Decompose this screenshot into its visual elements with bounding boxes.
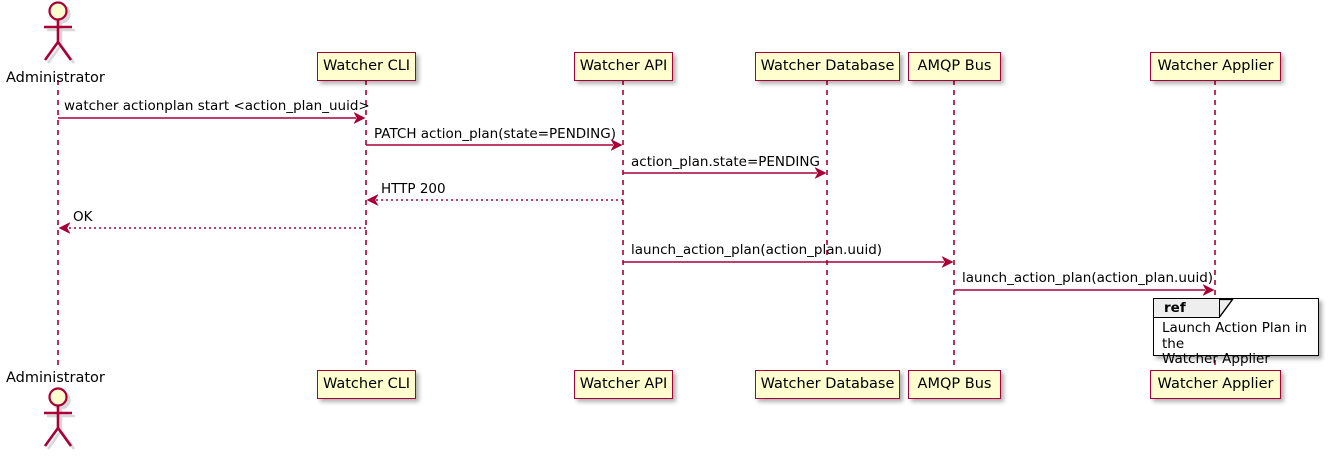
actor-leg-right [56,41,73,61]
participant-label-watcher-cli: Watcher CLI [322,58,411,75]
ref-fragment-body: Launch Action Plan in the Watcher Applie… [1162,320,1308,367]
actor-leg-right [59,430,76,450]
message-label-5: OK [73,209,93,225]
participant-label-amqp-bus: AMQP Bus [917,376,992,393]
participant-label-watcher-api: Watcher API [579,58,668,75]
actor-figure-administrator [43,1,73,61]
actor-head [51,390,71,410]
actor-leg-left [46,44,63,64]
message-arrowhead-1 [353,111,366,125]
actor-head [48,387,68,407]
actor-head [51,4,71,24]
message-arrowhead-4 [366,193,379,207]
message-label-2: PATCH action_plan(state=PENDING) [374,126,616,142]
actor-label-administrator-top[interactable]: Administrator [6,70,105,86]
actor-figure-administrator-bottom [43,387,73,447]
actor-shadow-administrator-bottom [46,390,76,450]
participant-box-watcher-cli-top[interactable]: Watcher CLI [317,52,416,81]
actor-leg-left [43,427,60,447]
actor-leg-right [59,44,76,64]
actor-leg-left [46,430,63,450]
message-label-3: action_plan.state=PENDING [631,154,820,170]
message-label-6: launch_action_plan(action_plan.uuid) [631,242,883,258]
participant-box-watcher-applier-top[interactable]: Watcher Applier [1150,52,1281,81]
message-arrow-7 [954,283,1215,297]
ref-fragment[interactable]: ref Launch Action Plan in the Watcher Ap… [1153,298,1319,367]
actor-leg-right [56,427,73,447]
message-arrow-6 [623,255,954,269]
participant-label-watcher-api: Watcher API [579,376,668,393]
participant-label-watcher-database: Watcher Database [760,58,895,75]
message-arrowhead-6 [941,255,954,269]
actor-head [48,1,68,21]
participant-label-watcher-cli: Watcher CLI [322,376,411,393]
message-arrowhead-7 [1202,283,1215,297]
actor-shadow-administrator [46,4,76,64]
message-arrowhead-5 [58,221,71,235]
participant-label-watcher-applier: Watcher Applier [1157,376,1274,393]
participant-box-watcher-database-top[interactable]: Watcher Database [755,52,900,81]
ref-fragment-tab-notch [1220,299,1234,318]
message-arrow-1 [58,111,366,125]
message-label-7: launch_action_plan(action_plan.uuid) [962,270,1214,286]
participant-box-watcher-applier-bottom[interactable]: Watcher Applier [1150,370,1281,399]
actor-leg-left [43,41,60,61]
participant-box-amqp-bus-top[interactable]: AMQP Bus [908,52,1001,81]
participant-label-watcher-database: Watcher Database [760,376,895,393]
ref-fragment-tab-notch-outline [1219,298,1234,318]
message-label-1: watcher actionplan start <action_plan_uu… [64,98,370,114]
ref-fragment-title: ref [1164,300,1186,316]
message-label-4: HTTP 200 [381,181,446,197]
participant-box-watcher-database-bottom[interactable]: Watcher Database [755,370,900,399]
ref-fragment-tab [1154,299,1220,318]
participant-box-amqp-bus-bottom[interactable]: AMQP Bus [908,370,1001,399]
participant-label-amqp-bus: AMQP Bus [917,58,992,75]
actor-label-administrator-bottom[interactable]: Administrator [6,370,105,386]
participant-box-watcher-api-bottom[interactable]: Watcher API [574,370,673,399]
participant-box-watcher-cli-bottom[interactable]: Watcher CLI [317,370,416,399]
message-arrow-5 [58,221,366,235]
participant-label-watcher-applier: Watcher Applier [1157,58,1274,75]
participant-box-watcher-api-top[interactable]: Watcher API [574,52,673,81]
